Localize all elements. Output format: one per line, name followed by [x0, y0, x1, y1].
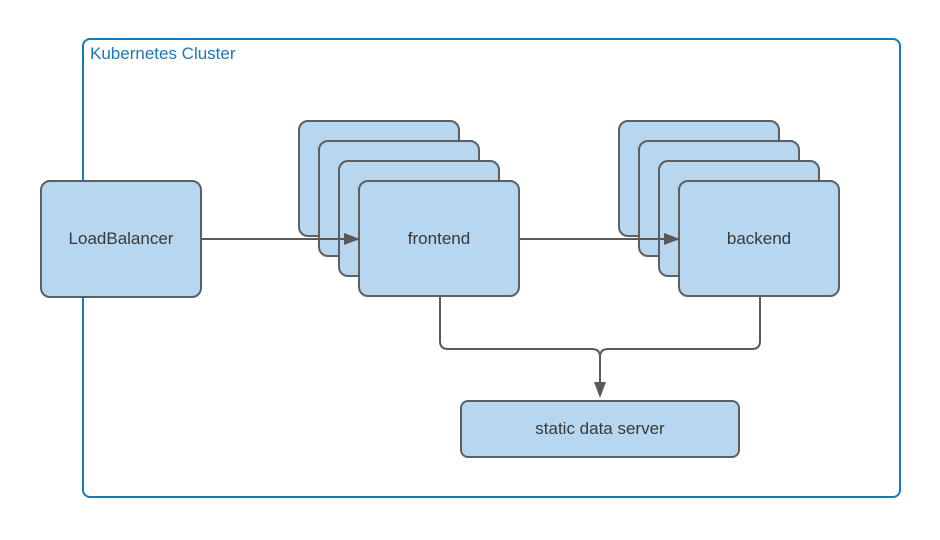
- node-backend-label: backend: [726, 228, 792, 248]
- node-backend: backend: [678, 180, 840, 297]
- node-frontend: frontend: [358, 180, 520, 297]
- cluster-title: Kubernetes Cluster: [90, 44, 236, 63]
- node-loadbalancer: LoadBalancer: [40, 180, 202, 298]
- node-static-data-server: static data server: [460, 400, 740, 458]
- node-static-data-server-label: static data server: [535, 419, 665, 438]
- node-loadbalancer-label: LoadBalancer: [68, 229, 174, 248]
- node-frontend-label: frontend: [407, 228, 471, 248]
